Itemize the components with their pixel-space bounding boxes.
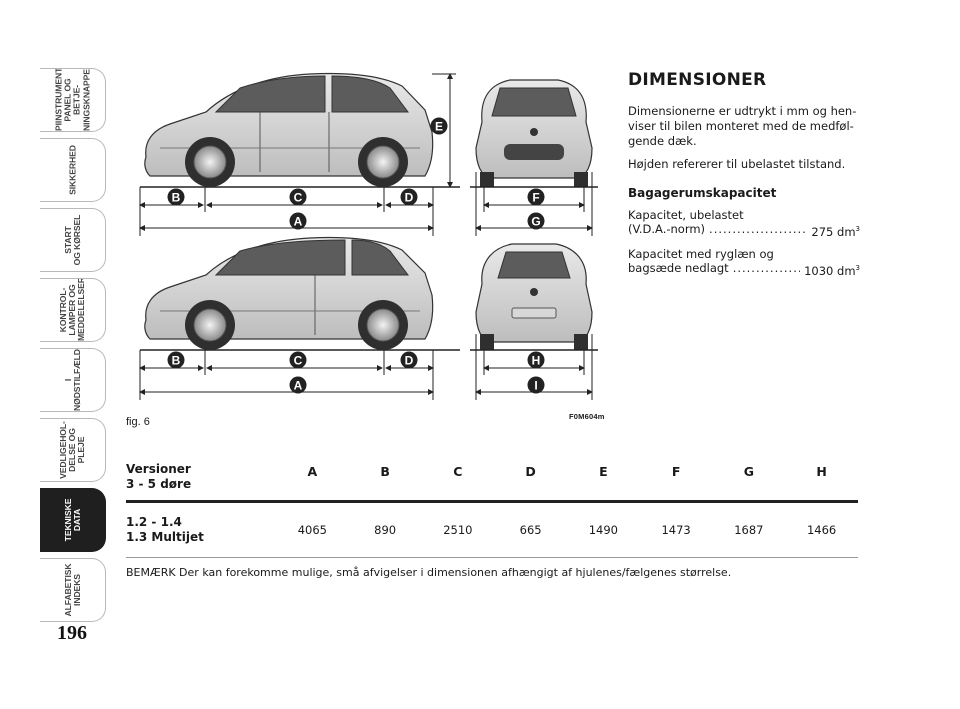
marker-H: H [527, 351, 545, 369]
svg-text:D: D [405, 191, 414, 205]
marker-A-lower: A [289, 376, 307, 394]
page-number: 196 [57, 622, 87, 644]
column-header: A [307, 464, 318, 479]
svg-text:C: C [294, 354, 303, 368]
svg-text:E: E [435, 120, 443, 134]
table-cell: 1473 [661, 523, 691, 537]
tab-index[interactable]: ALFABETISK INDEKS [40, 558, 106, 622]
table-cell: 890 [374, 523, 397, 537]
svg-text:A: A [294, 215, 303, 229]
table-cell: 1466 [806, 523, 837, 537]
svg-text:F: F [532, 191, 539, 205]
rear-view [470, 243, 598, 400]
svg-text:I: I [534, 379, 537, 393]
tab-safety[interactable]: SIKKERHED [40, 138, 106, 202]
table-cell: 1490 [588, 523, 619, 537]
svg-text:A: A [294, 379, 303, 393]
table-cell: 4065 [297, 523, 328, 537]
marker-E: E [430, 117, 448, 135]
tab-emergency[interactable]: I NØDSTILFÆLDE [40, 348, 106, 412]
tab-instrument-panel[interactable]: PIINSTRUMENT- PANEL OG BETJE- NINGSKNAPP… [40, 68, 106, 132]
figure-code: F0M604m [569, 412, 605, 421]
table-header: Versioner 3 - 5 døre A B C D E F G H [126, 462, 858, 503]
section-title: DIMENSIONER [628, 70, 767, 90]
side-view-3-door [139, 236, 460, 400]
dimensions-section: DIMENSIONER Dimensionerne er udtrykt i m… [628, 70, 860, 286]
marker-C-upper: C [289, 188, 307, 206]
dimension-figure: B C D A E F G B C D A H I [139, 72, 598, 400]
marker-A-upper: A [289, 212, 307, 230]
tab-start-driving[interactable]: START OG KØRSEL [40, 208, 106, 272]
column-header: F [671, 464, 681, 479]
table-cell: 2510 [443, 523, 473, 537]
marker-D-lower: D [400, 351, 418, 369]
intro-text: Dimensionerne er udtrykt i mm og hen-vis… [628, 104, 857, 148]
marker-G: G [527, 212, 545, 230]
column-header: G [743, 464, 754, 479]
column-header: B [380, 464, 390, 479]
svg-text:B: B [172, 191, 181, 205]
table-cell: 1687 [734, 523, 764, 537]
marker-C-lower: C [289, 351, 307, 369]
luggage-title: Bagagerumskapacitet [628, 186, 777, 200]
svg-text:B: B [172, 354, 181, 368]
marker-F: F [527, 188, 545, 206]
tab-technical-data[interactable]: TEKNISKE DATA [40, 488, 106, 552]
svg-text:D: D [405, 354, 414, 368]
column-header: C [453, 464, 463, 479]
tab-warning-lights[interactable]: KONTROL- LAMPER OG MEDDELELSERI [40, 278, 106, 342]
dimensions-table: Versioner 3 - 5 døre A B C D E F G H 1.2… [126, 462, 858, 558]
column-header: H [816, 464, 827, 479]
column-header: E [599, 464, 608, 479]
marker-B-upper: B [167, 188, 185, 206]
figure-caption: fig. 6 [126, 416, 150, 428]
capacity-unloaded: Kapacitet, ubelastet (V.D.A.-norm) .....… [628, 208, 860, 239]
height-note: Højden refererer til ubelastet tilstand. [628, 157, 846, 171]
tab-maintenance[interactable]: VEDLIGEHOL- DELSE OG PLEJE [40, 418, 106, 482]
table-cell: 665 [519, 523, 542, 537]
column-header: D [525, 464, 536, 479]
front-view [470, 79, 598, 236]
svg-text:H: H [532, 354, 541, 368]
svg-text:C: C [294, 191, 303, 205]
footnote: BEMÆRK Der kan forekomme mulige, små afv… [126, 566, 732, 579]
svg-text:G: G [531, 215, 540, 229]
marker-B-lower: B [167, 351, 185, 369]
side-view-5-door [139, 72, 460, 236]
marker-I: I [527, 376, 545, 394]
capacity-folded: Kapacitet med ryglæn og bagsæde nedlagt … [628, 246, 860, 278]
table-row: 1.2 - 1.4 1.3 Multijet 4065 890 2510 665… [126, 503, 858, 558]
marker-D-upper: D [400, 188, 418, 206]
